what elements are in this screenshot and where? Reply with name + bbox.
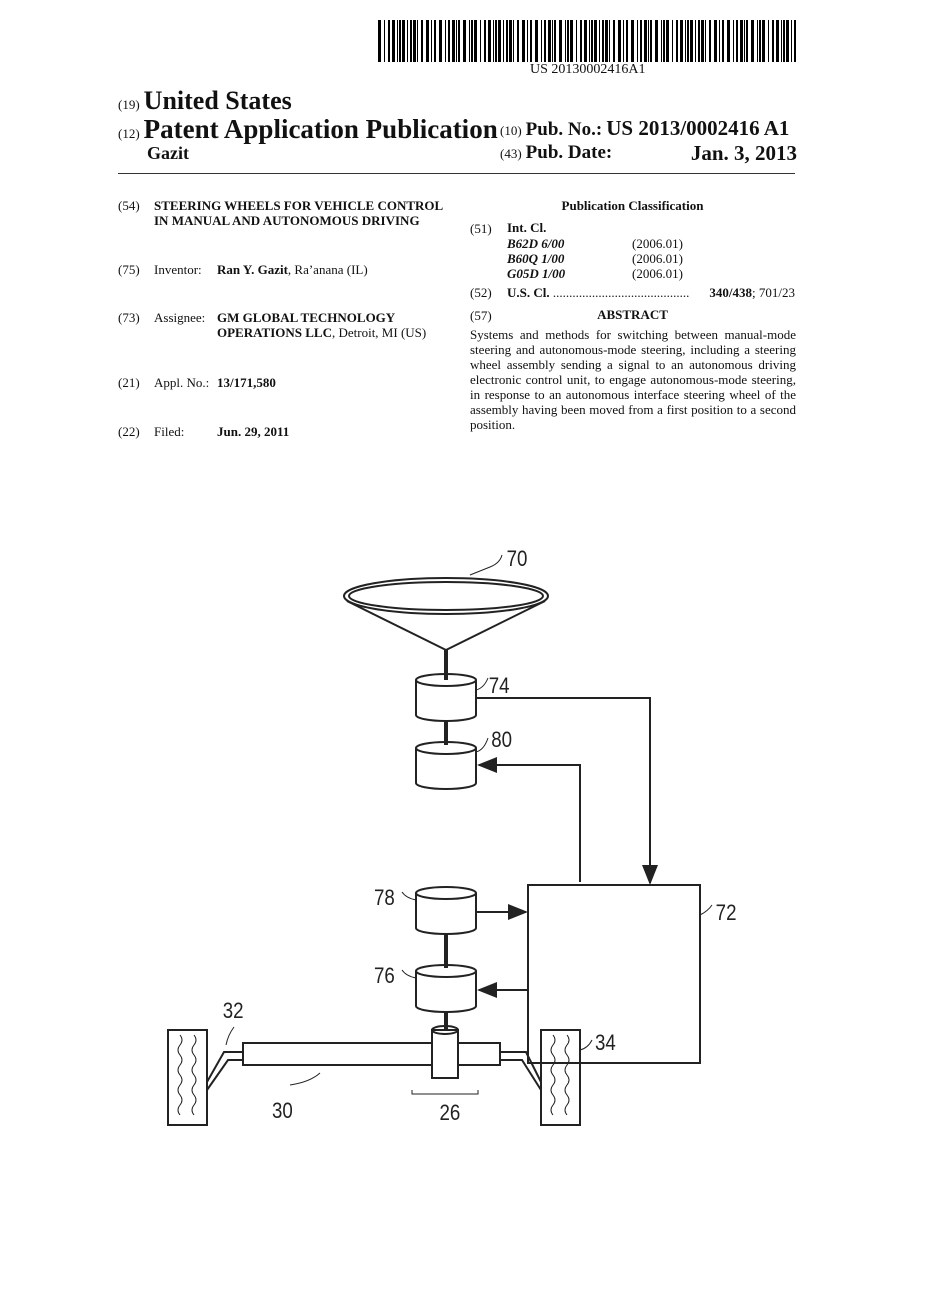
pub-no-label: Pub. No.: <box>525 119 603 140</box>
label-32: 32 <box>223 1000 244 1024</box>
code: (52) <box>470 285 492 300</box>
intcl-year: (2006.01) <box>632 236 683 251</box>
label-30: 30 <box>272 1100 293 1124</box>
inventor-name: Ran Y. Gazit <box>217 262 288 277</box>
cylinder-80 <box>415 741 477 790</box>
intcl-code: B60Q 1/00 <box>507 251 565 266</box>
filed-date: Jun. 29, 2011 <box>217 424 290 439</box>
intcl-label: Int. Cl. <box>507 220 547 235</box>
code: (43) <box>500 146 522 161</box>
label-72: 72 <box>716 902 737 926</box>
code: (51) <box>470 221 492 236</box>
title: STEERING WHEELS FOR VEHICLE CONTROL IN M… <box>154 198 443 228</box>
barcode <box>378 20 796 62</box>
code: (54) <box>118 198 140 213</box>
rack-30 <box>242 1042 501 1066</box>
tire-right-34 <box>540 1029 581 1126</box>
label-70: 70 <box>507 548 528 572</box>
assignee-label: Assignee: <box>154 310 206 325</box>
barcode-text: US 20130002416A1 <box>530 62 646 77</box>
appl-label: Appl. No.: <box>154 375 210 390</box>
code: (12) <box>118 126 140 141</box>
pinion-26 <box>431 1025 459 1079</box>
cylinder-78 <box>415 886 477 935</box>
tie-rod-left <box>206 1051 243 1091</box>
cylinder-74 <box>415 673 477 722</box>
label-80: 80 <box>491 729 512 753</box>
label-74: 74 <box>489 675 510 699</box>
classification-heading: Publication Classification <box>561 198 704 213</box>
code: (75) <box>118 262 140 277</box>
uscl-label: U.S. Cl. <box>507 285 550 300</box>
code: (57) <box>470 308 492 323</box>
pub-date-line: (43) Pub. Date: <box>500 142 612 164</box>
filed-label: Filed: <box>154 424 185 439</box>
abstract-text: Systems and methods for switching betwee… <box>470 327 796 432</box>
uscl-rest: ; 701/23 <box>752 285 795 300</box>
code: (22) <box>118 424 140 439</box>
cylinder-76 <box>415 964 477 1013</box>
header-divider <box>118 173 795 174</box>
tie-rod-right <box>500 1051 542 1091</box>
type-line: (12) Patent Application Publication <box>118 114 498 145</box>
pub-date: Jan. 3, 2013 <box>690 141 797 165</box>
steering-wheel <box>343 577 549 680</box>
code: (10) <box>500 123 522 138</box>
code: (19) <box>118 97 140 112</box>
uscl-main: 340/438 <box>709 285 753 300</box>
country-line: (19) United States <box>118 86 292 116</box>
intcl-year: (2006.01) <box>632 251 683 266</box>
intcl-list: B62D 6/00 (2006.01) B60Q 1/00 (2006.01) G0… <box>507 236 683 281</box>
label-78: 78 <box>374 887 395 911</box>
assignee-name: GM GLOBAL TECHNOLOGY OPERATIONS LLC <box>217 310 395 340</box>
uscl-line: U.S. Cl. ...............................… <box>507 285 795 300</box>
label-34: 34 <box>595 1032 616 1056</box>
intcl-year: (2006.01) <box>632 266 683 281</box>
inventor-short: Gazit <box>147 143 189 163</box>
inventor-label: Inventor: <box>154 262 202 277</box>
ecu-box-72 <box>527 884 701 1064</box>
signal-arrow-72-80 <box>477 757 581 882</box>
signal-arrow-74-72 <box>476 697 658 885</box>
code: (21) <box>118 375 140 390</box>
pub-date-label: Pub. Date: <box>525 142 613 163</box>
assignee-location: , Detroit, MI (US) <box>331 325 427 340</box>
code: (73) <box>118 310 140 325</box>
intcl-code: B62D 6/00 <box>507 236 565 251</box>
tire-left <box>167 1029 208 1126</box>
inventor-location: , Ra’anana (IL) <box>287 262 368 277</box>
pub-no: US 2013/0002416 A1 <box>606 116 790 140</box>
appl-no: 13/171,580 <box>217 375 276 390</box>
label-76: 76 <box>374 965 395 989</box>
publication-type: Patent Application Publication <box>143 114 498 144</box>
abstract-heading: ABSTRACT <box>597 307 668 322</box>
leader-dots: ........................................… <box>552 285 690 300</box>
country: United States <box>143 86 292 115</box>
label-26: 26 <box>439 1102 460 1126</box>
intcl-code: G05D 1/00 <box>507 266 566 281</box>
pub-no-line: (10) Pub. No.: US 2013/0002416 A1 <box>500 116 789 141</box>
